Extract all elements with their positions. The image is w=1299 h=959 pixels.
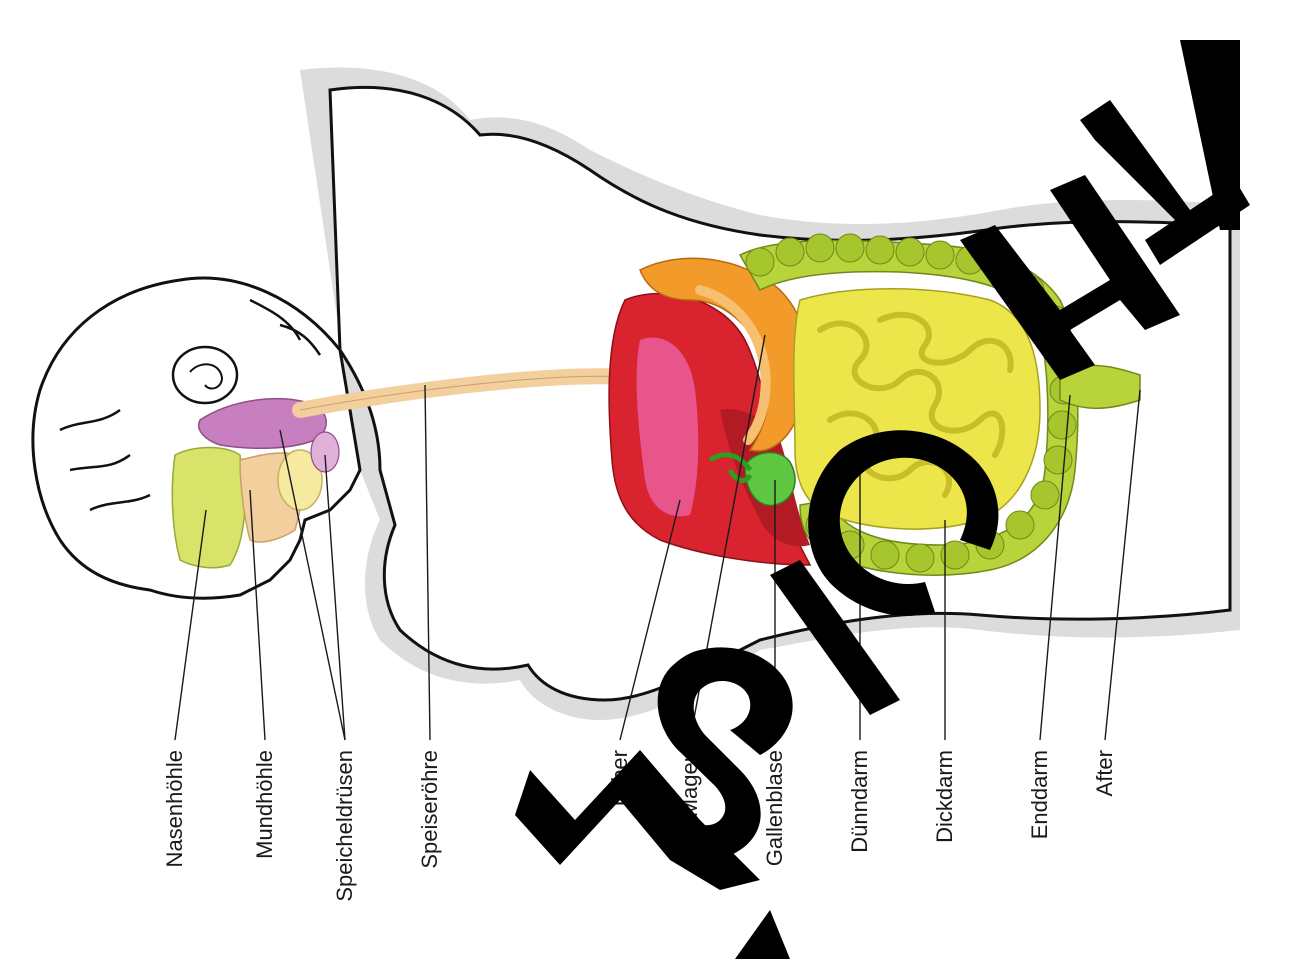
label-duenndarm: Dünndarm — [847, 750, 872, 853]
label-speiseroehre: Speiseröhre — [417, 750, 442, 869]
label-after: After — [1092, 750, 1117, 796]
label-gallenblase: Gallenblase — [762, 750, 787, 866]
ear — [173, 347, 237, 403]
salivary-gland-small — [311, 432, 339, 472]
label-speicheldruesen: Speicheldrüsen — [332, 750, 357, 902]
label-nasenhoehle: Nasenhöhle — [162, 750, 187, 867]
watermark-letter-a — [735, 910, 790, 959]
label-dickdarm: Dickdarm — [932, 750, 957, 843]
nasal-cavity — [172, 448, 245, 568]
label-enddarm: Enddarm — [1027, 750, 1052, 839]
label-mundhoehle: Mundhöhle — [252, 750, 277, 859]
